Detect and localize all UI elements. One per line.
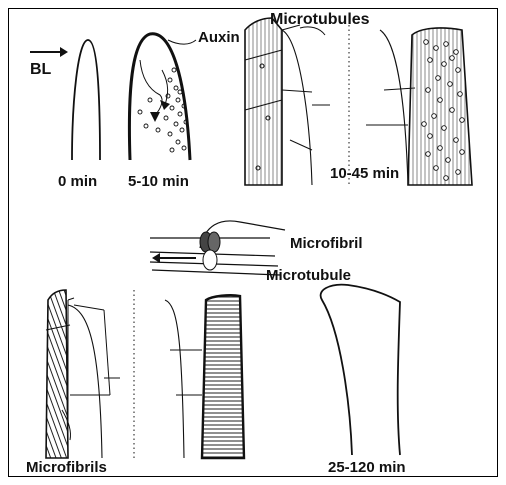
- time-0min: 0 min: [58, 174, 97, 189]
- microtubules-label: Microtubules: [270, 12, 370, 28]
- cell-panel-left-microfibrils: [46, 290, 120, 458]
- microfibril-inset: [150, 221, 285, 275]
- microfibrils-label: Microfibrils: [26, 460, 107, 475]
- arrow-right-icon: [30, 47, 68, 57]
- coleoptile-5-10min: [129, 34, 196, 160]
- bl-label: BL: [30, 62, 51, 78]
- time-25-120min: 25-120 min: [328, 460, 406, 475]
- microfibril-label: Microfibril: [290, 236, 363, 251]
- arrow-left-icon: [152, 253, 196, 263]
- time-10-45min: 10-45 min: [330, 166, 399, 181]
- cell-panel-right-microfibrils: [165, 295, 244, 458]
- auxin-label: Auxin: [198, 30, 240, 45]
- time-5-10min: 5-10 min: [128, 174, 189, 189]
- coleoptile-25-120min: [321, 285, 400, 455]
- microtubule-label: Microtubule: [266, 268, 351, 283]
- coleoptile-0min: [72, 40, 100, 160]
- cell-panel-left-10-45: [245, 18, 330, 185]
